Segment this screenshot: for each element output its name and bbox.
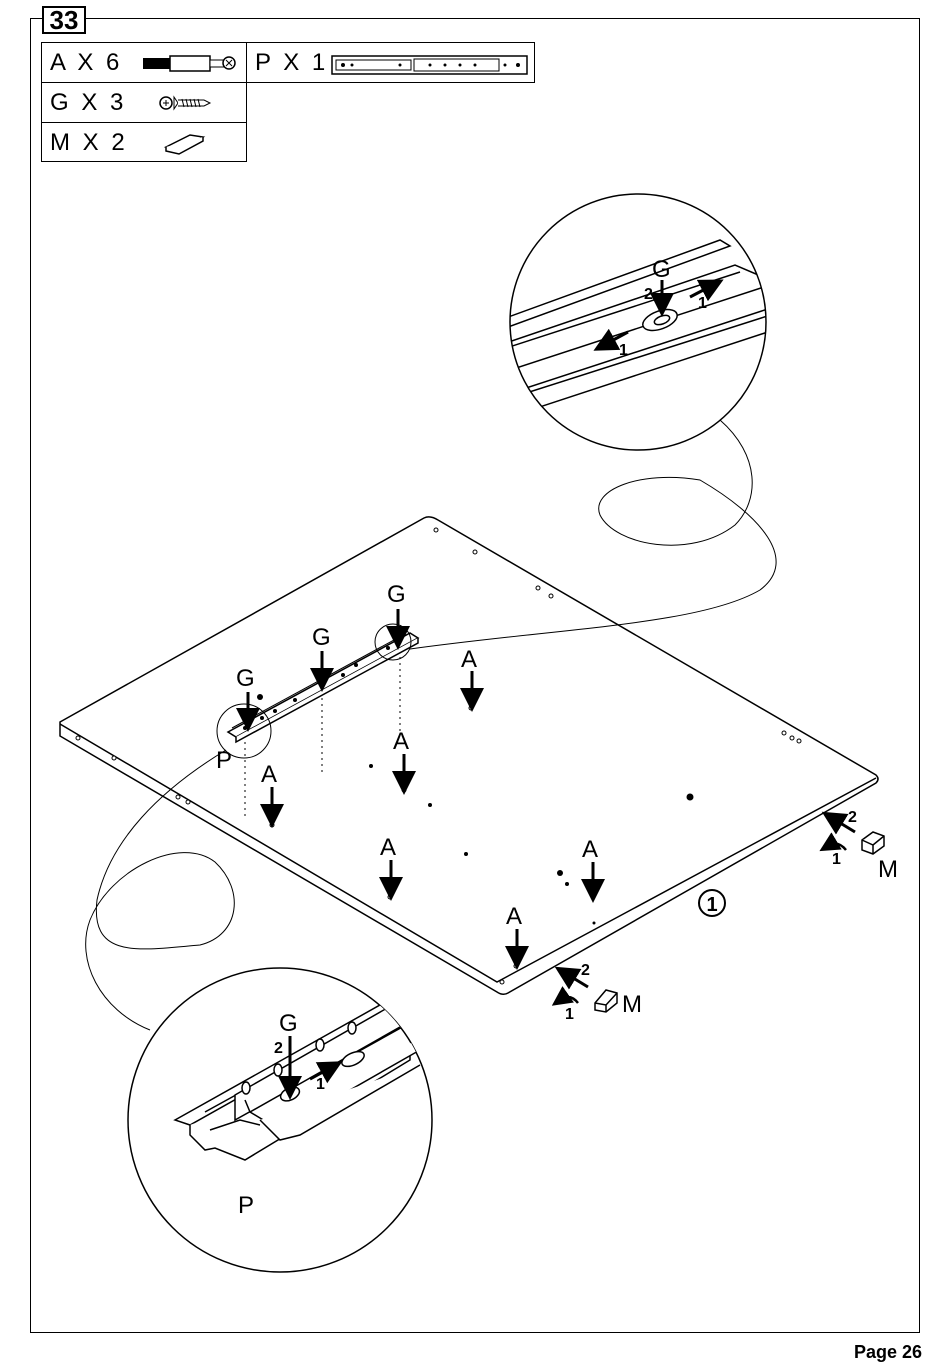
- label-g-1: G: [236, 665, 255, 692]
- label-a-4: A: [380, 834, 396, 861]
- label-a-2: A: [393, 728, 409, 755]
- label-a-3: A: [261, 761, 277, 788]
- label-step-1-right: 1: [832, 851, 841, 868]
- arrow-rotate-bottom: [560, 997, 578, 1003]
- label-m-right: M: [878, 856, 898, 883]
- label-step-2-bottom: 2: [581, 962, 590, 979]
- label-p-detail: P: [238, 1192, 254, 1219]
- label-step-1-top-right: 1: [698, 295, 707, 312]
- label-a-5: A: [582, 836, 598, 863]
- label-a-1: A: [461, 646, 477, 673]
- cap-icon: [166, 135, 203, 154]
- label-g-detail-bottom: G: [279, 1010, 298, 1037]
- cap-bottom: [595, 990, 617, 1012]
- drawer-rail-icon: [332, 56, 527, 74]
- label-a-6: A: [506, 903, 522, 930]
- label-g-2: G: [312, 624, 331, 651]
- screw-icon: [160, 97, 210, 109]
- cam-bolt-icon: [143, 56, 235, 71]
- panel-board: [60, 517, 878, 994]
- label-step-1-top-left: 1: [619, 342, 628, 359]
- label-step-2-detail: 2: [274, 1040, 283, 1057]
- detail-top: [500, 194, 780, 450]
- label-g-detail-top: G: [652, 256, 671, 283]
- label-m-bottom: M: [622, 991, 642, 1018]
- label-g-3: G: [387, 581, 406, 608]
- label-step-2-right: 2: [848, 809, 857, 826]
- cap-right: [862, 832, 884, 854]
- page-number: Page 26: [854, 1342, 922, 1363]
- label-step-1-bottom: 1: [565, 1006, 574, 1023]
- arrow-rotate-right: [828, 844, 846, 850]
- label-step-1-detail: 1: [316, 1076, 325, 1093]
- panel-number: 1: [706, 894, 717, 916]
- label-step-2-top: 2: [644, 286, 653, 303]
